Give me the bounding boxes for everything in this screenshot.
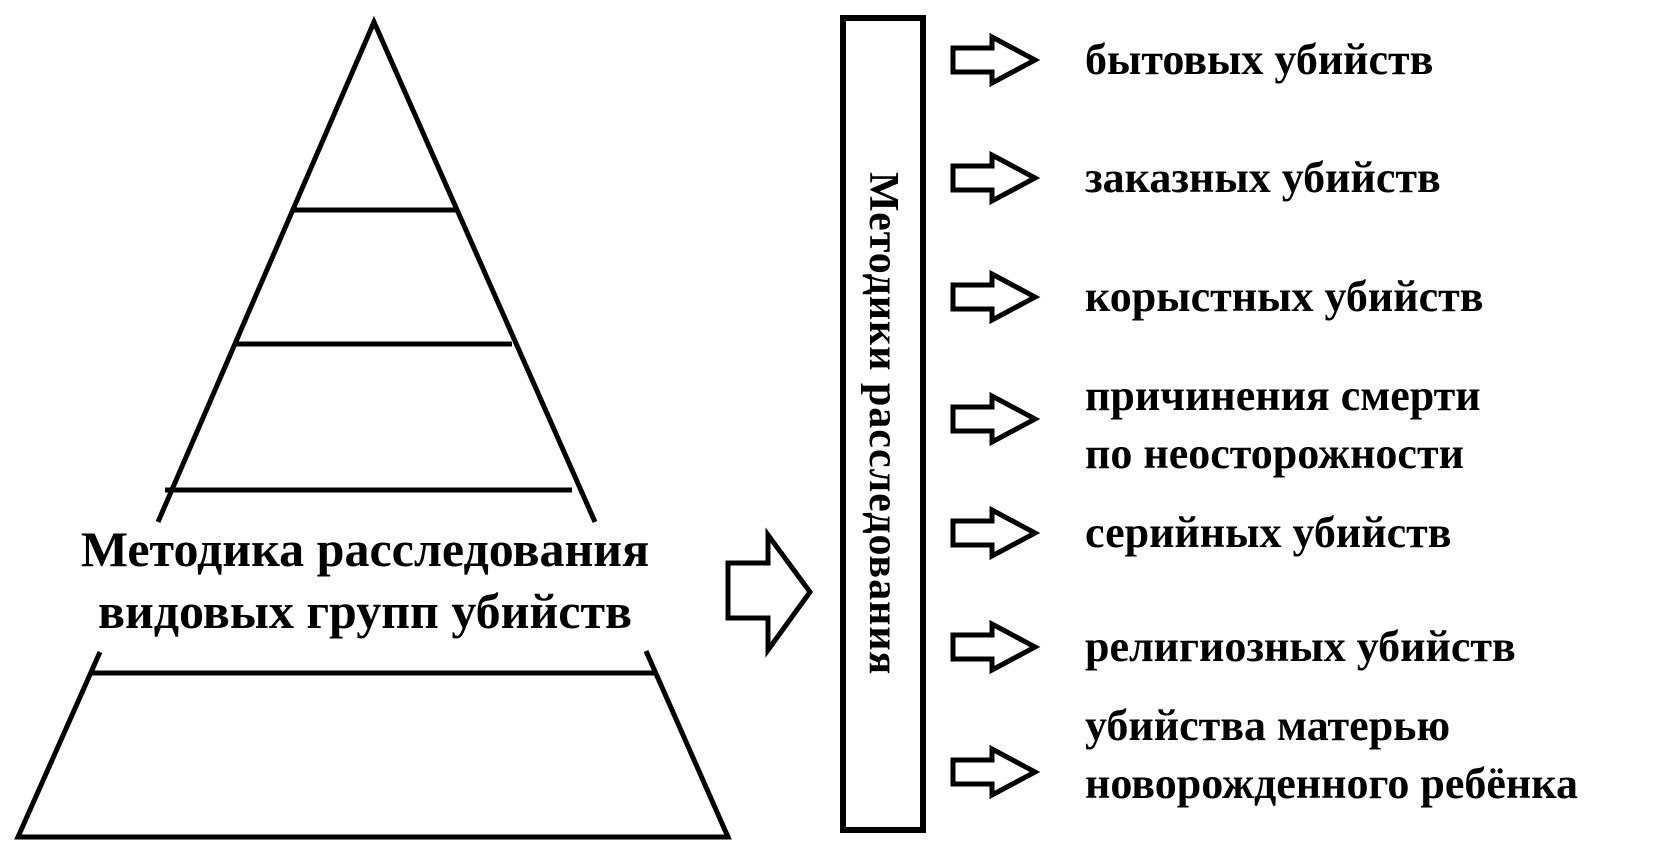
methods-bar-box	[840, 15, 926, 833]
method-arrow-icon-5	[953, 510, 1035, 556]
method-arrow-icon-6	[953, 624, 1035, 670]
method-label-serial: серийных убийств	[1085, 508, 1452, 557]
method-label-negligent-death: причинения смерти по неосторожности	[1085, 371, 1481, 478]
pyramid-title: Методика расследования видовых групп уби…	[80, 521, 650, 639]
method-label-newborn: убийства матерью новорожденного ребёнка	[1085, 701, 1578, 808]
method-label-religious: религиозных убийств	[1085, 622, 1516, 671]
pyramid-base-trapezoid	[14, 649, 732, 840]
methods-bar-label: Методики расследования	[860, 172, 906, 676]
method-label-mercenary: корыстных убийств	[1085, 272, 1484, 321]
method-arrow-icon-3	[953, 274, 1035, 320]
method-arrow-icon-7	[953, 749, 1035, 795]
method-arrow-icon-2	[953, 155, 1035, 201]
pyramid-triangle-outline	[155, 15, 598, 524]
method-arrow-icon-1	[953, 37, 1035, 83]
method-label-domestic: бытовых убийств	[1085, 35, 1434, 84]
method-label-contract: заказных убийств	[1085, 153, 1441, 202]
method-arrow-icon-4	[953, 396, 1035, 442]
methods-bar: Методики расследования	[843, 18, 923, 830]
big-right-arrow-icon	[725, 527, 814, 658]
